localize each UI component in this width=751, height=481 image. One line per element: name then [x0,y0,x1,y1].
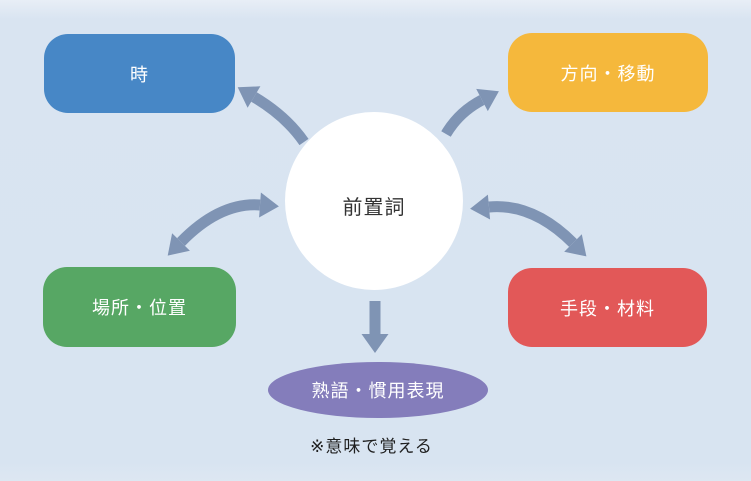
arrow-center-means-double [470,194,587,257]
arrow-center-to-idiom [361,301,389,353]
arrow-center-place-double [167,192,279,256]
node-means-materials-label: 手段・材料 [560,298,655,319]
arrow-center-to-time [237,86,309,146]
node-time: 時 [44,34,235,113]
node-idiom-expressions-label: 熟語・慣用表現 [311,381,445,401]
node-direction-movement: 方向・移動 [508,33,708,112]
center-circle: 前置詞 [285,112,463,290]
note-text: ※意味で覚える [310,437,433,456]
node-direction-movement-label: 方向・移動 [560,63,656,84]
node-place-position: 場所・位置 [43,267,236,347]
arrow-center-to-direction [441,88,499,137]
node-means-materials: 手段・材料 [508,268,707,347]
center-label: 前置詞 [342,196,406,219]
node-idiom-expressions: 熟語・慣用表現 [268,362,488,418]
node-time-label: 時 [130,64,149,85]
node-place-position-label: 場所・位置 [92,298,187,318]
